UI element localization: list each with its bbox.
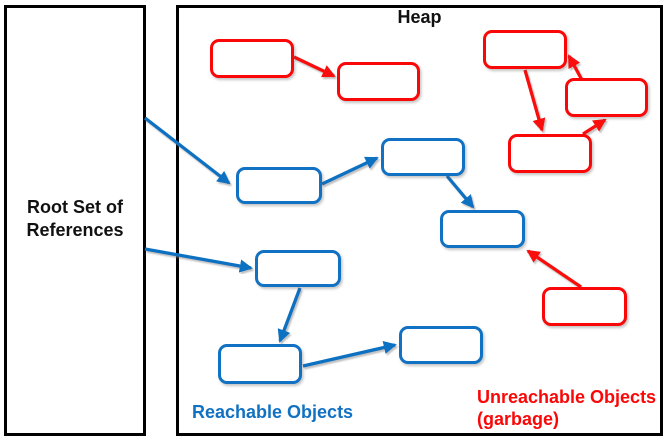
reachable-object-node	[399, 326, 483, 364]
root-set-label-line1: Root Set of	[27, 197, 123, 217]
unreachable-object-node	[483, 30, 567, 69]
root-set-label: Root Set of References	[4, 196, 146, 242]
unreachable-objects-legend: Unreachable Objects (garbage)	[477, 386, 656, 430]
unreachable-legend-line1: Unreachable Objects	[477, 387, 657, 407]
unreachable-object-node	[565, 78, 648, 117]
reachable-objects-legend: Reachable Objects	[192, 402, 354, 422]
unreachable-object-node	[542, 287, 627, 326]
unreachable-legend-line2: (garbage)	[477, 409, 560, 429]
root-set-label-line2: References	[26, 220, 124, 240]
reachable-object-node	[236, 167, 322, 204]
root-set-box	[4, 5, 146, 436]
reachable-object-node	[381, 138, 465, 176]
heap-label: Heap	[397, 7, 442, 27]
unreachable-object-node	[508, 134, 592, 173]
reachable-object-node	[255, 250, 341, 287]
reachable-object-node	[218, 344, 302, 384]
unreachable-object-node	[210, 39, 294, 78]
unreachable-object-node	[337, 62, 420, 101]
reachable-object-node	[440, 210, 525, 248]
